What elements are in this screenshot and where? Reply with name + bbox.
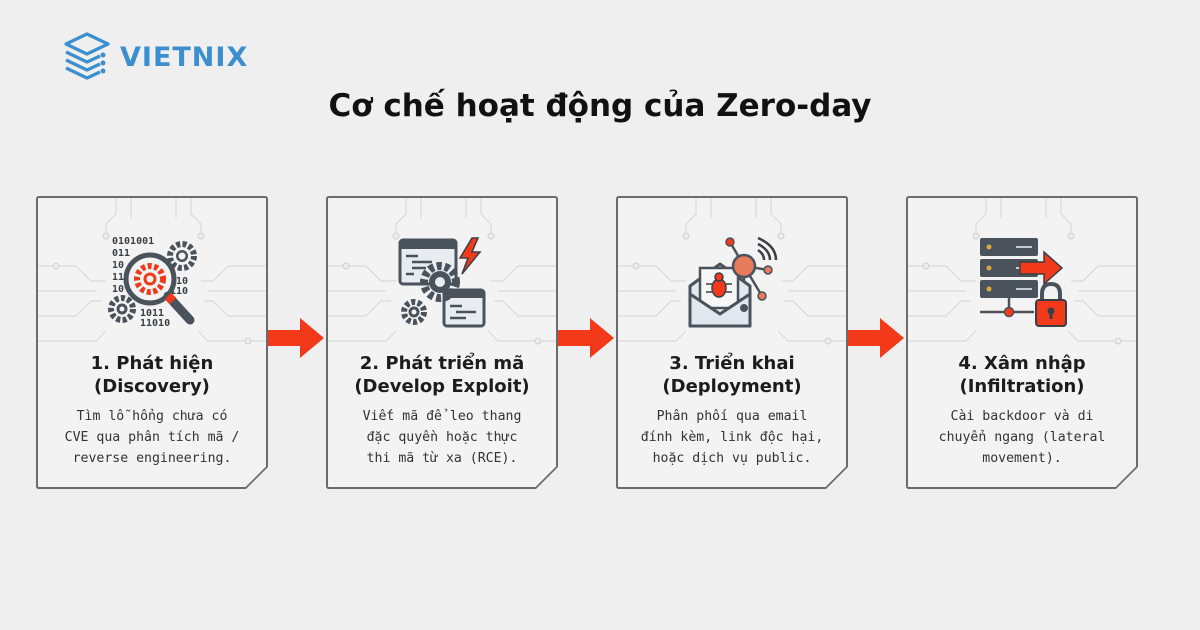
arrow-right-icon [848,318,904,358]
server-arrow-lock-icon [972,234,1072,334]
step-card-develop-exploit: 2. Phát triển mã (Develop Exploit) Viết … [326,196,558,489]
arrow-right-icon [558,318,614,358]
step-card-infiltration: 4. Xâm nhập (Infiltration) Cài backdoor … [906,196,1138,489]
email-bug-network-icon [682,234,782,334]
step-description: Cài backdoor và di chuyển ngang (lateral… [938,409,1106,466]
step-description: Tìm lỗ hổng chưa có CVE qua phân tích mã… [64,409,240,466]
svg-text:10: 10 [112,260,124,271]
svg-text:011: 011 [112,248,130,259]
step-title: 2. Phát triển mã (Develop Exploit) [354,353,530,397]
svg-text:11010: 11010 [140,318,170,329]
step-title: 1. Phát hiện (Discovery) [90,353,214,397]
arrow-right-icon [268,318,324,358]
step-card-deployment: 3. Triển khai (Deployment) Phân phối qua… [616,196,848,489]
svg-text:110: 110 [170,276,188,287]
svg-text:1011: 1011 [140,308,164,319]
stacked-layers-icon [64,32,110,80]
brand-name: VIETNIX [120,41,249,73]
svg-text:110: 110 [170,286,188,297]
svg-text:10: 10 [112,284,124,295]
circuit-background-icon [326,196,558,489]
page-title: Cơ chế hoạt động của Zero-day [328,88,872,124]
vietnix-logo: VIETNIX [62,30,248,84]
circuit-background-icon [36,196,268,489]
circuit-background-icon [616,196,848,489]
step-title: 3. Triển khai (Deployment) [662,353,802,397]
step-description: Viết mã để leo thang đặc quyền hoặc thực… [362,409,522,466]
step-description: Phân phối qua email đính kèm, link độc h… [640,409,824,466]
circuit-background-icon [906,196,1138,489]
svg-text:11: 11 [112,272,124,283]
svg-text:0101001: 0101001 [112,236,154,247]
code-windows-gears-lightning-icon [392,234,492,334]
step-title: 4. Xâm nhập (Infiltration) [958,353,1086,397]
